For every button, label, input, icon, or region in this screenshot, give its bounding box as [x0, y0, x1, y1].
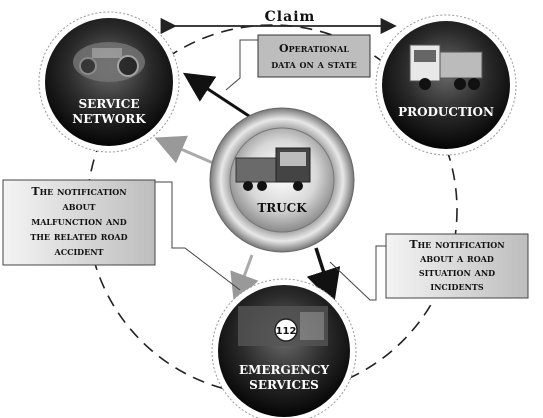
malfunction-line-2: about	[61, 200, 95, 213]
claim-label: Claim	[265, 9, 316, 25]
emergency-label-2: SERVICES	[249, 378, 319, 392]
emergency-112-text: 112	[276, 326, 297, 337]
callout-malfunction	[155, 181, 241, 291]
node-production[interactable]: PRODUCTION	[375, 14, 517, 156]
service-image-icon	[73, 42, 145, 82]
malfunction-line-1: The notification	[31, 185, 126, 198]
road-line-4: incidents	[430, 280, 483, 293]
emergency-label-1: EMERGENCY	[239, 363, 329, 377]
box-road-situation: The notification about a road situation …	[385, 233, 529, 299]
truck-label: TRUCK	[257, 201, 307, 215]
road-line-3: situation and	[419, 266, 495, 279]
callout-operational	[225, 39, 258, 91]
box-malfunction: The notification about malfunction and t…	[2, 179, 156, 266]
node-emergency-services[interactable]: 112 EMERGENCY SERVICES	[211, 278, 357, 418]
service-label-2: NETWORK	[72, 112, 146, 126]
box-operational-data: Operational data on a state	[257, 34, 371, 78]
arrow-truck-to-service	[182, 72, 253, 120]
malfunction-line-3: malfunction and	[31, 215, 126, 228]
arrow-truck-to-service-gray	[154, 135, 221, 168]
operational-line-1: Operational	[279, 42, 349, 55]
production-label: PRODUCTION	[398, 105, 494, 119]
node-service-network[interactable]: SERVICE NETWORK	[38, 11, 180, 153]
malfunction-line-4: the related road	[30, 230, 127, 243]
production-truck-icon	[409, 44, 483, 90]
road-line-1: The notification	[409, 238, 504, 251]
arrow-truck-to-emergency-gray	[230, 254, 259, 304]
malfunction-line-5: accident	[54, 245, 104, 258]
arrow-truck-to-emergency	[306, 247, 341, 305]
road-line-2: about a road	[419, 252, 494, 265]
service-label-1: SERVICE	[79, 97, 140, 111]
operational-line-2: data on a state	[271, 58, 357, 71]
callout-road	[329, 245, 386, 301]
emergency-112-badge	[274, 318, 298, 342]
node-truck-hub[interactable]: TRUCK	[209, 107, 355, 253]
truck-icon	[235, 147, 311, 191]
